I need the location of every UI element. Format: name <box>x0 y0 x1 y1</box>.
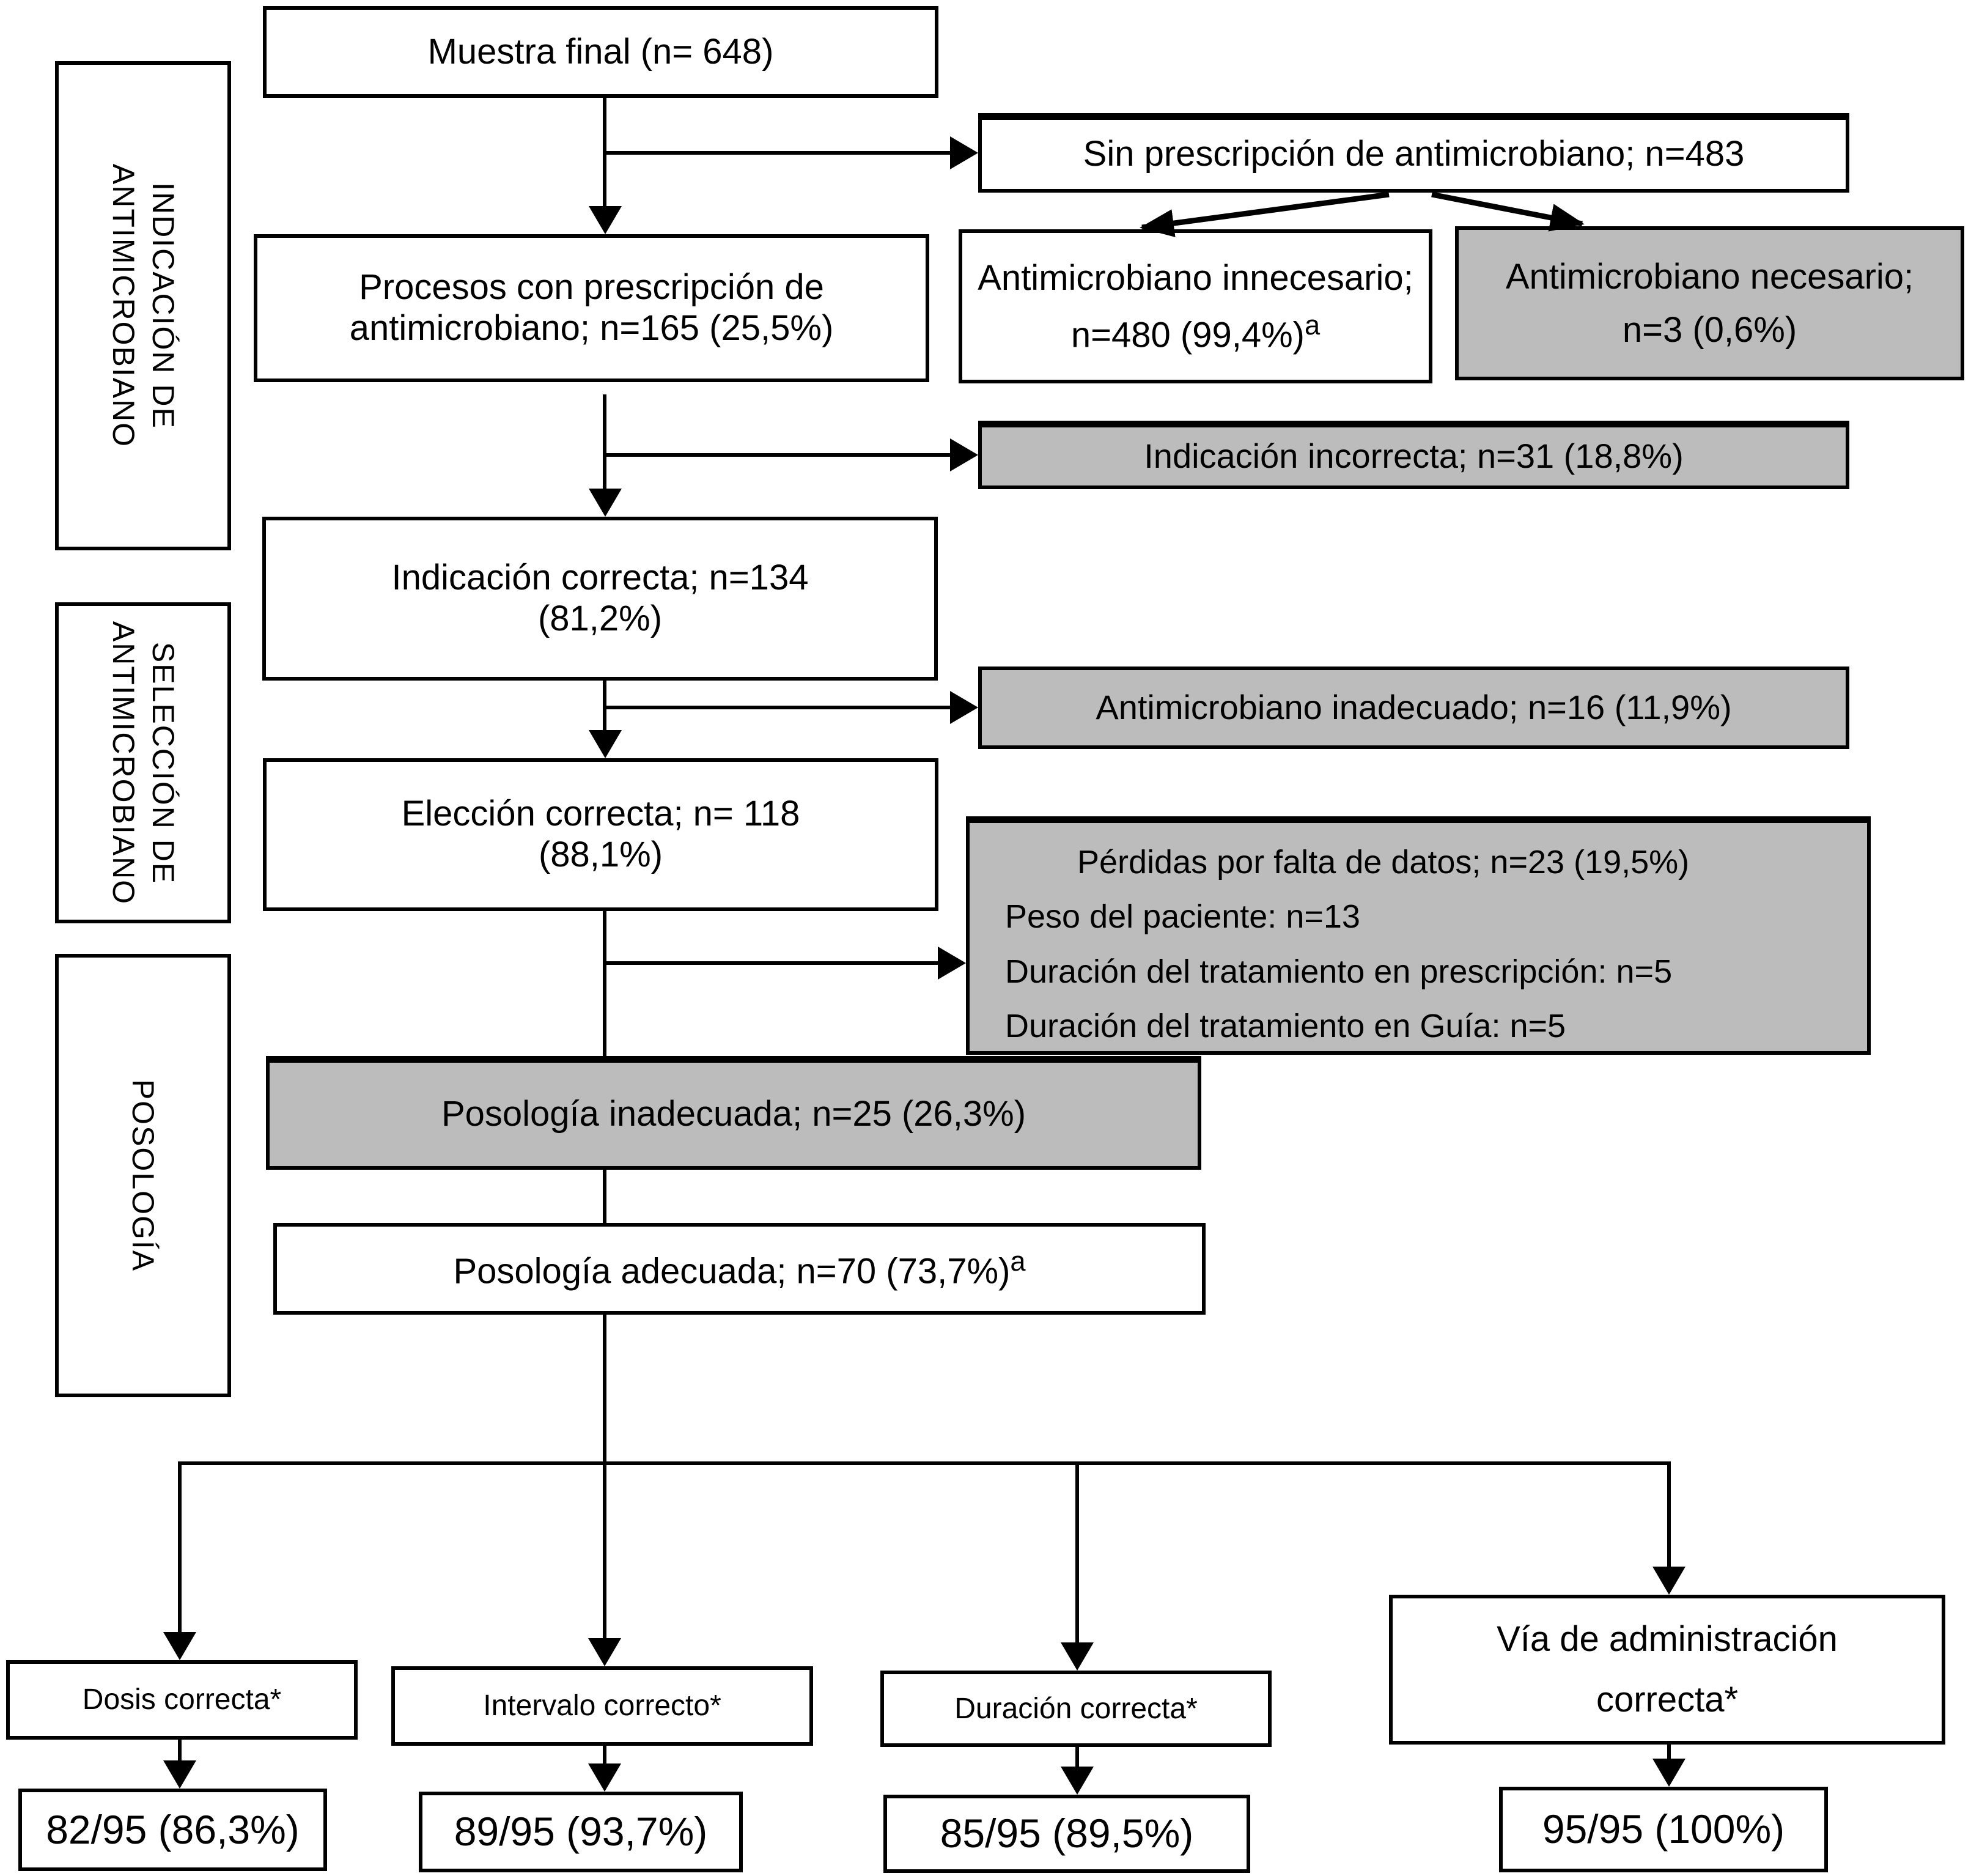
connector-muestra-procesos <box>603 98 606 206</box>
superscript-a: a <box>1010 1245 1026 1277</box>
node-indicacion-incorrecta: Indicación incorrecta; n=31 (18,8%) <box>978 421 1849 489</box>
node-duracion-result: 85/95 (89,5%) <box>883 1795 1250 1873</box>
node-dosis-result-text: 82/95 (86,3%) <box>46 1806 300 1852</box>
node-sin-prescripcion-text: Sin prescripción de antimicrobiano; n=48… <box>1083 134 1745 174</box>
arrowhead-down-icon <box>163 1760 196 1789</box>
node-indicacion-incorrecta-text: Indicación incorrecta; n=31 (18,8%) <box>1144 437 1684 476</box>
node-dosis-result: 82/95 (86,3%) <box>18 1789 327 1871</box>
connector-intervalo-result <box>603 1746 606 1763</box>
node-dosis-correcta-text: Dosis correcta* <box>82 1683 282 1716</box>
node-duracion-correcta-text: Duración correcta* <box>954 1692 1198 1725</box>
node-posologia-inadecuada-text: Posología inadecuada; n=25 (26,3%) <box>441 1094 1026 1134</box>
hub-horizontal-line <box>178 1461 1671 1465</box>
node-antimicrobiano-necesario: Antimicrobiano necesario; n=3 (0,6%) <box>1455 226 1964 380</box>
branch-indicacion-incorrecta <box>605 453 950 457</box>
node-procesos-prescripcion-text: Procesos con prescripción de antimicrobi… <box>349 267 834 348</box>
node-indicacion-correcta-text: Indicación correcta; n=134 (81,2%) <box>391 558 809 638</box>
connector-procesos-indicacion <box>603 394 606 489</box>
node-dosis-correcta: Dosis correcta* <box>6 1660 358 1740</box>
node-eleccion-correcta: Elección correcta; n= 118 (88,1%) <box>263 758 938 911</box>
superscript-a: a <box>1304 309 1321 341</box>
arrowhead-right-icon <box>950 438 978 471</box>
arrowhead-down-icon <box>1652 1759 1685 1787</box>
section-label-posologia-text: POSOLOGÍA <box>126 1079 161 1272</box>
arrowhead-down-icon <box>163 1632 196 1660</box>
node-antimicrobiano-innecesario-line1: Antimicrobiano innecesario; <box>978 257 1413 298</box>
node-muestra-final-text: Muestra final (n= 648) <box>427 31 774 72</box>
node-intervalo-result-text: 89/95 (93,7%) <box>454 1809 708 1855</box>
arrowhead-right-icon <box>938 947 966 980</box>
node-posologia-adecuada-text: Posología adecuada; n=70 (73,7%)a <box>453 1245 1026 1291</box>
node-duracion-correcta: Duración correcta* <box>880 1671 1272 1747</box>
connector-indicacion-eleccion <box>603 681 606 730</box>
connector-duracion-result <box>1075 1747 1079 1767</box>
node-posologia-adecuada: Posología adecuada; n=70 (73,7%)a <box>273 1223 1206 1315</box>
node-antimicrobiano-inadecuado: Antimicrobiano inadecuado; n=16 (11,9%) <box>978 667 1849 749</box>
section-label-posologia: POSOLOGÍA <box>55 954 231 1397</box>
connector-eleccion-posologia-inadecuada <box>603 911 606 1056</box>
connector-posologia-adecuada-hub <box>603 1315 606 1463</box>
arrowhead-down-icon <box>589 489 622 517</box>
branch-perdidas-datos <box>605 961 938 965</box>
connector-via-result <box>1667 1745 1671 1759</box>
arrowhead-right-icon <box>950 136 978 169</box>
diagonal-arrow-necesario <box>1431 191 1585 232</box>
arrowhead-down-icon <box>588 1638 621 1666</box>
branch-antimicrobiano-inadecuado <box>605 706 950 709</box>
node-posologia-inadecuada: Posología inadecuada; n=25 (26,3%) <box>266 1056 1201 1170</box>
node-via-administracion: Vía de administración correcta* <box>1389 1595 1945 1745</box>
node-antimicrobiano-necesario-text: Antimicrobiano necesario; n=3 (0,6%) <box>1505 257 1914 350</box>
connector-hub-dosis <box>178 1461 182 1632</box>
node-perdidas-datos-content: Pérdidas por falta de datos; n=23 (19,5%… <box>970 821 1867 1053</box>
node-intervalo-correcto: Intervalo correcto* <box>391 1666 813 1746</box>
node-duracion-result-text: 85/95 (89,5%) <box>940 1811 1194 1856</box>
section-label-seleccion-text: SELECCIÓN DE ANTIMICROBIANO <box>106 621 181 905</box>
connector-hub-duracion <box>1075 1463 1079 1642</box>
arrowhead-down-icon <box>1652 1567 1685 1595</box>
diagonal-arrow-innecesario <box>1140 191 1390 237</box>
node-muestra-final: Muestra final (n= 648) <box>263 6 938 98</box>
node-antimicrobiano-inadecuado-text: Antimicrobiano inadecuado; n=16 (11,9%) <box>1096 688 1732 727</box>
node-perdidas-item-duracion-prescripcion: Duración del tratamiento en prescripción… <box>1005 953 1673 990</box>
section-label-indicacion: INDICACIÓN DE ANTIMICROBIANO <box>55 61 231 550</box>
node-perdidas-item-peso: Peso del paciente: n=13 <box>1005 898 1360 936</box>
arrowhead-down-icon <box>1061 1767 1094 1795</box>
node-via-result: 95/95 (100%) <box>1499 1787 1828 1872</box>
section-label-seleccion: SELECCIÓN DE ANTIMICROBIANO <box>55 602 231 923</box>
arrowhead-down-icon <box>588 1763 621 1792</box>
node-indicacion-correcta: Indicación correcta; n=134 (81,2%) <box>262 517 938 681</box>
connector-posologia-inadecuada-adecuada <box>603 1170 606 1223</box>
node-intervalo-correcto-text: Intervalo correcto* <box>483 1690 721 1723</box>
node-perdidas-item-duracion-guia: Duración del tratamiento en Guía: n=5 <box>1005 1007 1566 1044</box>
node-intervalo-result: 89/95 (93,7%) <box>419 1792 743 1872</box>
section-label-indicacion-text: INDICACIÓN DE ANTIMICROBIANO <box>106 163 181 448</box>
branch-sin-prescripcion <box>605 151 950 155</box>
node-perdidas-title: Pérdidas por falta de datos; n=23 (19,5%… <box>1077 844 1690 881</box>
node-antimicrobiano-innecesario: Antimicrobiano innecesario; n=480 (99,4%… <box>959 229 1432 383</box>
arrowhead-down-icon <box>589 730 622 758</box>
arrowhead-right-icon <box>950 691 978 724</box>
node-perdidas-datos: Pérdidas por falta de datos; n=23 (19,5%… <box>966 816 1871 1055</box>
connector-dosis-result <box>178 1740 182 1760</box>
node-sin-prescripcion: Sin prescripción de antimicrobiano; n=48… <box>978 113 1849 193</box>
arrowhead-down-icon <box>1061 1642 1094 1671</box>
arrowhead-down-icon <box>589 206 622 234</box>
node-procesos-prescripcion: Procesos con prescripción de antimicrobi… <box>254 234 929 382</box>
connector-hub-intervalo <box>603 1463 606 1638</box>
node-antimicrobiano-innecesario-line2: n=480 (99,4%)a <box>1070 309 1321 355</box>
node-via-result-text: 95/95 (100%) <box>1542 1806 1785 1852</box>
node-eleccion-correcta-text: Elección correcta; n= 118 (88,1%) <box>401 794 800 874</box>
connector-hub-via <box>1667 1461 1671 1567</box>
node-via-administracion-text: Vía de administración correcta* <box>1497 1619 1838 1719</box>
